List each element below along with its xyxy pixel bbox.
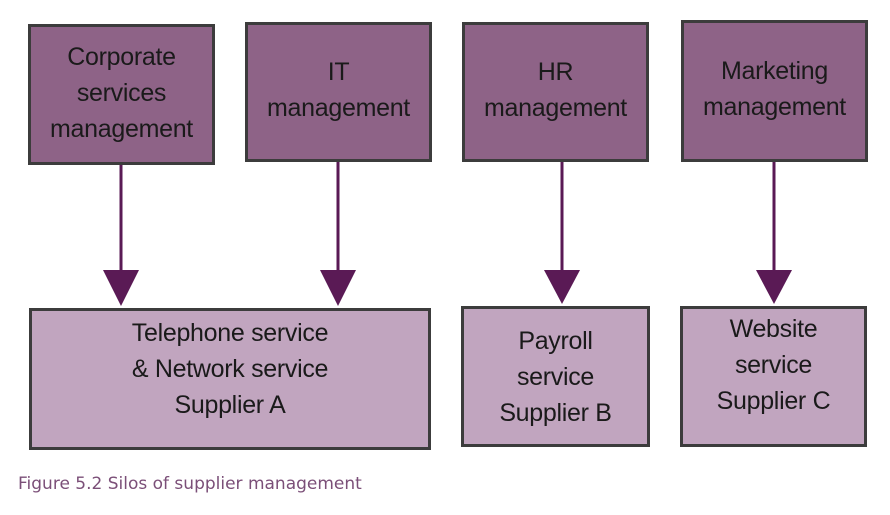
arrow-it-to-supplier-a (320, 162, 356, 306)
department-label: HR management (484, 58, 627, 122)
supplier-box-a: Telephone service & Network service Supp… (29, 308, 431, 450)
arrow-marketing-to-supplier-c (756, 162, 792, 304)
department-label: IT management (267, 58, 410, 122)
arrow-hr-to-supplier-b (544, 162, 580, 304)
department-label: Marketing management (703, 57, 846, 121)
supplier-box-c: Website service Supplier C (680, 306, 867, 447)
figure-caption: Figure 5.2 Silos of supplier management (18, 474, 362, 494)
supplier-label: Telephone service & Network service Supp… (131, 319, 329, 419)
department-box-it: IT management (245, 22, 432, 162)
arrow-corporate-to-supplier-a (103, 165, 139, 306)
department-box-corporate-services: Corporate services management (28, 24, 215, 165)
supplier-label: Payroll service Supplier B (499, 326, 612, 427)
department-box-hr: HR management (462, 22, 649, 162)
department-box-marketing: Marketing management (681, 20, 868, 162)
department-label: Corporate services management (50, 42, 193, 143)
supplier-box-b: Payroll service Supplier B (461, 306, 650, 447)
supplier-label: Website service Supplier C (716, 315, 831, 415)
